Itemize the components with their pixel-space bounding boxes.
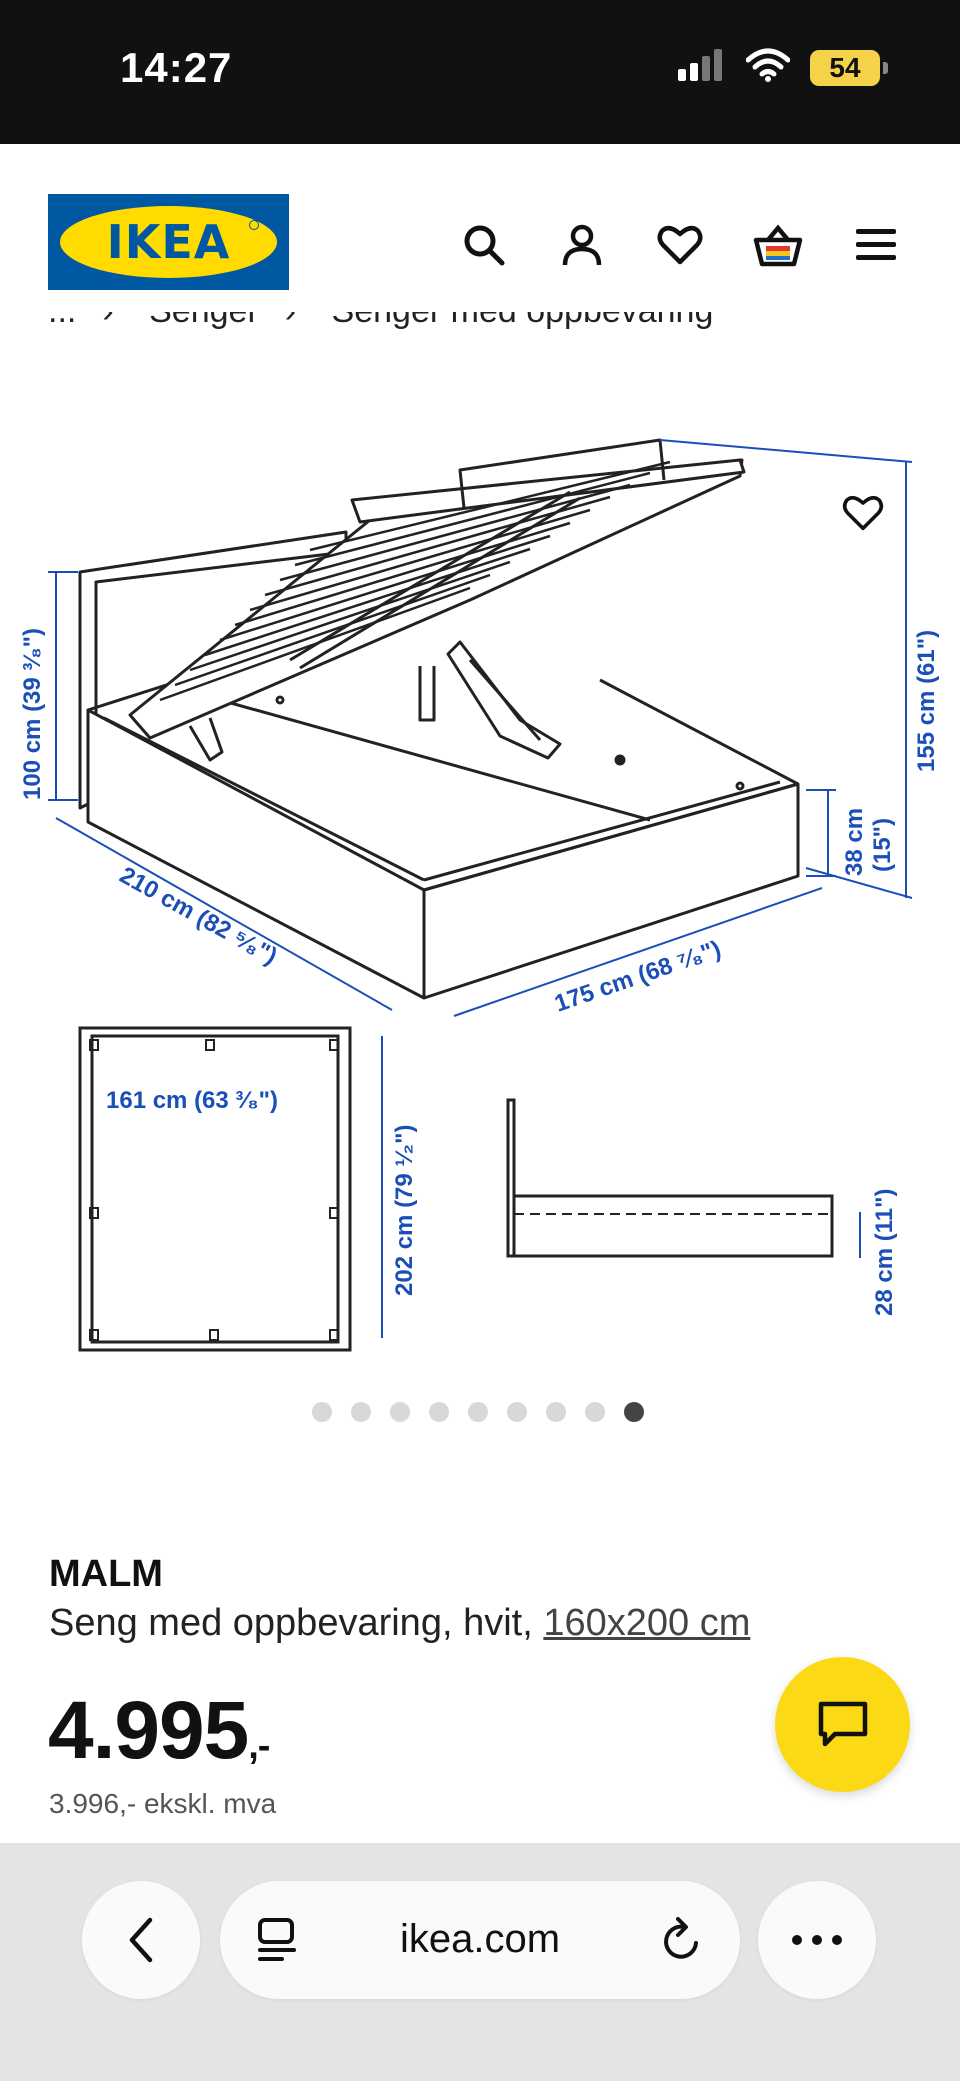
chat-icon xyxy=(818,1701,867,1746)
registered-mark xyxy=(249,220,259,230)
heart-icon xyxy=(842,495,884,531)
price-value: 4.995 xyxy=(48,1685,249,1776)
dim-frame-height-cm: 38 cm xyxy=(841,808,868,876)
price-suffix: ,- xyxy=(248,1725,270,1767)
back-button[interactable] xyxy=(82,1881,200,1999)
header-icons xyxy=(458,219,902,271)
product-name: MALM xyxy=(49,1553,163,1595)
product-image-dimensions[interactable]: 100 cm (39 ³⁄₈") 210 cm (82 ⁵⁄₈") 175 cm… xyxy=(0,400,960,1375)
menu-icon[interactable] xyxy=(850,219,902,271)
dim-lift-height: 155 cm (61") xyxy=(913,630,940,772)
carousel-dot[interactable] xyxy=(507,1402,527,1422)
dim-inner-width: 161 cm (63 ³⁄₈") xyxy=(106,1087,278,1114)
breadcrumb-ellipsis[interactable]: ... xyxy=(48,312,76,330)
more-options-button[interactable] xyxy=(758,1881,876,1999)
carousel-dot[interactable] xyxy=(546,1402,566,1422)
product-description: Seng med oppbevaring, hvit, 160x200 cm xyxy=(49,1602,750,1645)
product-description-text: Seng med oppbevaring, hvit, xyxy=(49,1602,544,1644)
browser-toolbar: ikea.com xyxy=(0,1843,960,2081)
site-header: IKEA xyxy=(0,144,960,319)
account-icon[interactable] xyxy=(556,219,608,271)
ikea-logo[interactable]: IKEA xyxy=(48,194,289,290)
carousel-dot[interactable] xyxy=(468,1402,488,1422)
status-time: 14:27 xyxy=(120,44,233,91)
carousel-dot[interactable] xyxy=(624,1402,644,1422)
chat-button[interactable] xyxy=(775,1657,910,1792)
dim-inner-length: 202 cm (79 ¹⁄₂") xyxy=(391,1125,418,1296)
carousel-dot[interactable] xyxy=(351,1402,371,1422)
ellipsis-icon xyxy=(792,1935,842,1945)
size-link[interactable]: 160x200 cm xyxy=(543,1602,751,1644)
breadcrumb-item-current[interactable]: Senger med oppbevaring xyxy=(332,312,714,330)
breadcrumb: ... › Senger › Senger med oppbevaring xyxy=(48,312,748,352)
dim-clearance: 28 cm (11") xyxy=(871,1189,898,1316)
dim-headboard-height: 100 cm (39 ³⁄₈") xyxy=(19,628,46,800)
basket-icon[interactable] xyxy=(752,219,804,271)
breadcrumb-separator-icon: › xyxy=(102,312,113,330)
reader-mode-icon[interactable] xyxy=(256,1917,300,1968)
carousel-dot[interactable] xyxy=(312,1402,332,1422)
status-icons: 54 xyxy=(678,48,888,87)
carousel-dots xyxy=(312,1402,644,1422)
battery-indicator: 54 xyxy=(810,49,888,86)
url-text: ikea.com xyxy=(399,1917,561,1961)
breadcrumb-item-senger[interactable]: Senger xyxy=(149,312,259,330)
reload-icon[interactable] xyxy=(660,1915,704,1968)
bed-dimension-drawing: 100 cm (39 ³⁄₈") 210 cm (82 ⁵⁄₈") 175 cm… xyxy=(19,438,940,1352)
cellular-signal-icon xyxy=(678,49,726,86)
logo-text: IKEA xyxy=(106,215,231,269)
product-price: 4.995,- xyxy=(48,1684,270,1778)
carousel-dot[interactable] xyxy=(429,1402,449,1422)
add-to-favourites-button[interactable] xyxy=(838,488,888,538)
carousel-dot[interactable] xyxy=(390,1402,410,1422)
chevron-left-icon xyxy=(129,1917,153,1963)
breadcrumb-separator-icon: › xyxy=(285,312,296,330)
dim-frame-height-in: (15") xyxy=(869,818,896,872)
address-bar[interactable]: ikea.com xyxy=(220,1881,740,1999)
wifi-icon xyxy=(745,48,791,87)
carousel-dot[interactable] xyxy=(585,1402,605,1422)
price-excl-vat: 3.996,- ekskl. mva xyxy=(49,1788,277,1819)
logo-ellipse: IKEA xyxy=(60,206,277,278)
heart-icon[interactable] xyxy=(654,219,706,271)
search-icon[interactable] xyxy=(458,219,510,271)
status-bar: 14:27 54 xyxy=(0,0,960,144)
